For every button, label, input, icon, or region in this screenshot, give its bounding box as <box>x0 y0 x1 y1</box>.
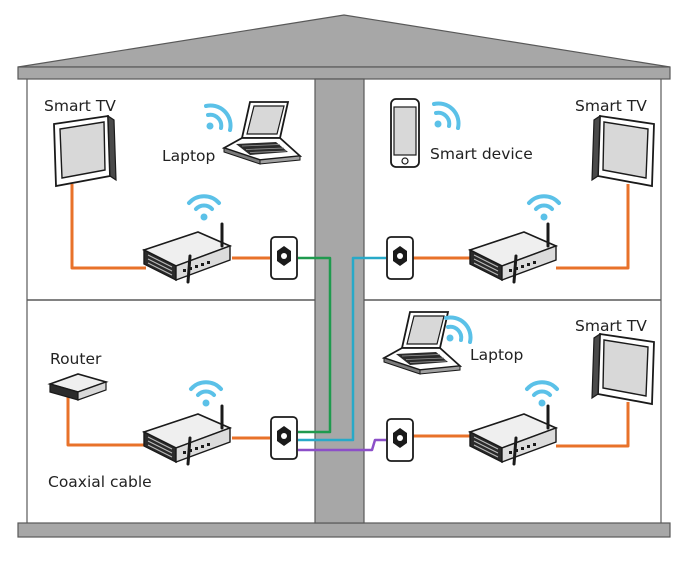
floor-beam <box>17 522 671 538</box>
wifi-signal-icon <box>527 194 561 223</box>
powerline-cyan <box>298 256 386 442</box>
wall-socket-icon <box>270 236 298 280</box>
powerline-purple <box>298 438 386 452</box>
powerline-adapter-icon <box>468 222 558 284</box>
ethernet-cable <box>70 184 146 270</box>
powerline-adapter-icon <box>142 222 232 284</box>
ethernet-cable <box>556 402 630 448</box>
wall-socket-icon <box>386 236 414 280</box>
powerline-green <box>298 256 332 434</box>
router-icon <box>49 373 107 401</box>
tv-icon <box>53 115 117 187</box>
wifi-signal-icon <box>525 380 559 409</box>
center-wall <box>314 78 365 524</box>
tv-icon <box>591 115 655 187</box>
wifi-signal-icon <box>187 194 221 223</box>
label-router: Router <box>50 350 102 368</box>
label-smart-tv: Smart TV <box>575 97 647 115</box>
label-smart-tv: Smart TV <box>44 97 116 115</box>
ceiling-beam <box>17 66 671 80</box>
label-smart-device: Smart device <box>430 145 533 163</box>
coaxial-cable-line <box>66 396 146 447</box>
ethernet-cable <box>556 184 630 270</box>
room-top-left: Smart TV Laptop <box>44 97 301 284</box>
powerline-adapter-icon <box>468 404 558 466</box>
powerline-adapter-icon <box>142 404 232 466</box>
room-bottom-right: Laptop Smart TV <box>383 311 655 466</box>
wifi-signal-icon <box>444 315 473 344</box>
laptop-icon <box>383 311 461 375</box>
wifi-signal-icon <box>189 380 223 409</box>
wifi-signal-icon <box>204 103 233 132</box>
smartphone-icon <box>390 98 420 168</box>
label-laptop: Laptop <box>162 147 215 165</box>
wall-socket-icon <box>386 418 414 462</box>
wifi-signal-icon <box>432 101 461 130</box>
room-bottom-left: Router Coaxial cable <box>48 350 298 491</box>
label-smart-tv: Smart TV <box>575 317 647 335</box>
room-top-right: Smart device Smart TV <box>386 97 655 284</box>
label-laptop: Laptop <box>470 346 523 364</box>
tv-icon <box>591 333 655 405</box>
house-structure <box>17 14 671 538</box>
roof <box>17 14 671 68</box>
laptop-icon <box>223 101 301 165</box>
wall-socket-icon <box>270 416 298 460</box>
label-coaxial-cable: Coaxial cable <box>48 473 152 491</box>
cables <box>66 184 630 452</box>
